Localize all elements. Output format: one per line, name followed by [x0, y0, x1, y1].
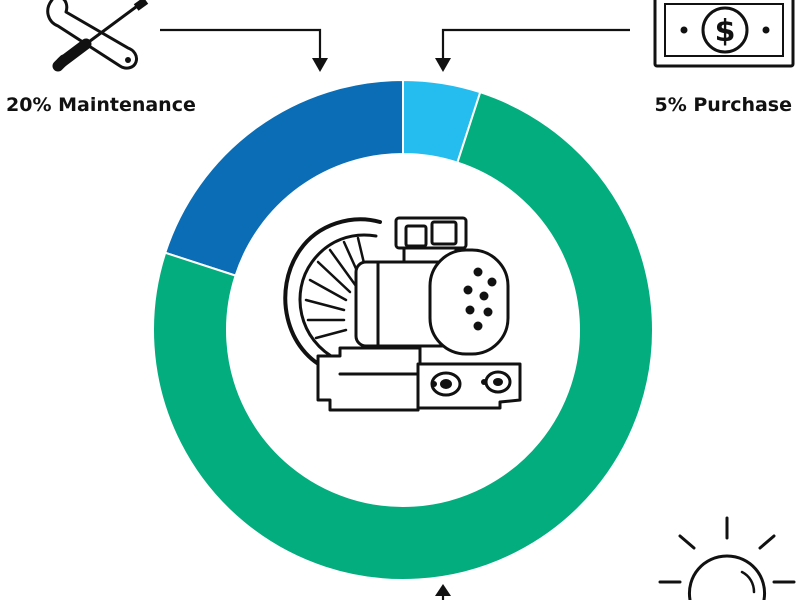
donut-chart — [152, 78, 654, 581]
maintenance-label: 20% Maintenance — [6, 94, 196, 116]
light-bulb-icon — [658, 516, 796, 600]
arrow-energy — [435, 584, 451, 600]
purchase-label: 5% Purchase — [654, 94, 793, 116]
donut-slice-maintenance — [163, 78, 404, 277]
donut-slice-unlabeled — [152, 90, 654, 581]
arrow-maintenance — [160, 28, 328, 72]
svg-text:$: $ — [715, 14, 736, 49]
dollar-bill-icon: $ — [653, 0, 795, 68]
wrench-screwdriver-icon — [46, 0, 149, 72]
arrow-purchase — [435, 28, 630, 72]
compressor-motor-icon — [283, 216, 522, 412]
